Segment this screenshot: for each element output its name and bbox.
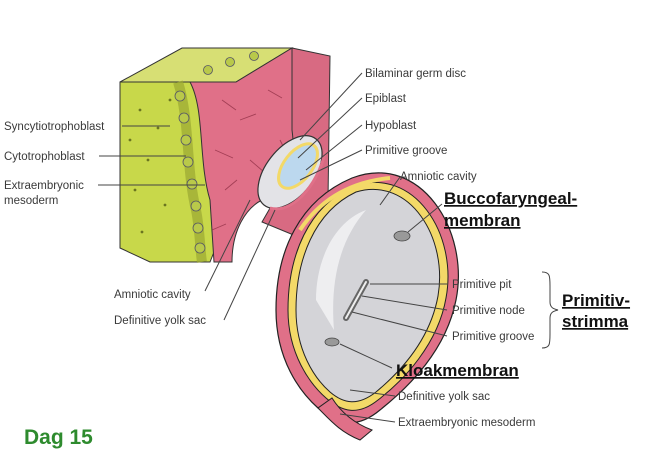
label-primitive-groove-top: Primitive groove [365, 145, 447, 157]
leader-amniotic-top [379, 176, 401, 206]
label-epiblast: Epiblast [365, 93, 407, 105]
label-bilaminar: Bilaminar germ disc [365, 68, 466, 80]
page-title: Dag 15 [24, 426, 93, 449]
label-syncytiotrophoblast: Syncytiotrophoblast [4, 121, 105, 133]
label-primitive-node: Primitive node [452, 305, 525, 317]
small-embryo-rim [269, 149, 328, 211]
leader-yolk-left [223, 209, 276, 321]
annotation-primitiv-2: strimma [562, 312, 629, 331]
large-embryo [275, 172, 459, 441]
leader-pgroove-right [351, 311, 448, 337]
small-embryo-disc [277, 142, 319, 190]
label-definitive-yolk-sac-left: Definitive yolk sac [114, 315, 206, 327]
leader-extra-right [339, 413, 396, 423]
small-embryo [257, 135, 328, 211]
label-primitive-groove-right: Primitive groove [452, 331, 534, 343]
label-cytotrophoblast: Cytotrophoblast [4, 151, 85, 163]
leader-yolk-right [349, 389, 396, 397]
label-extraembryonic-2: mesoderm [4, 195, 58, 207]
upper-rim-strip [298, 176, 391, 232]
leader-node [361, 295, 448, 311]
sac-highlight [316, 210, 366, 330]
label-definitive-yolk-sac-right: Definitive yolk sac [398, 391, 490, 403]
leader-lines [98, 72, 559, 423]
label-amniotic-cavity-top: Amniotic cavity [400, 171, 477, 183]
leader-bilaminar [299, 72, 363, 141]
cloacal-membrane [324, 337, 340, 347]
label-amniotic-cavity-left: Amniotic cavity [114, 289, 191, 301]
leader-pgroove-top [299, 149, 363, 181]
leader-hypoblast [305, 124, 363, 171]
leader-bucco [407, 203, 443, 233]
label-extraembryonic-mesoderm: Extraembryonic mesoderm [398, 417, 535, 429]
primitivstrimma-brace [541, 271, 559, 349]
leader-epiblast [297, 97, 363, 159]
label-extraembryonic-1: Extraembryonic [4, 180, 84, 192]
cytotrophoblast-cells [174, 51, 259, 254]
annotation-primitiv-1: Primitiv- [562, 291, 630, 310]
syncytio-nuclei [128, 98, 172, 234]
buccopharyngeal-membrane [393, 230, 411, 242]
primitive-groove-line [345, 281, 367, 319]
annotation-kloakmembran: Kloakmembran [396, 361, 519, 380]
leader-amniotic-left [204, 199, 251, 292]
annotation-bucco-1: Buccofaryngeal- [444, 189, 577, 208]
connecting-stalk [317, 397, 373, 441]
leader-kloak [339, 343, 393, 369]
label-primitive-pit: Primitive pit [452, 279, 512, 291]
annotation-bucco-2: membran [444, 211, 521, 230]
label-hypoblast: Hypoblast [365, 120, 417, 132]
